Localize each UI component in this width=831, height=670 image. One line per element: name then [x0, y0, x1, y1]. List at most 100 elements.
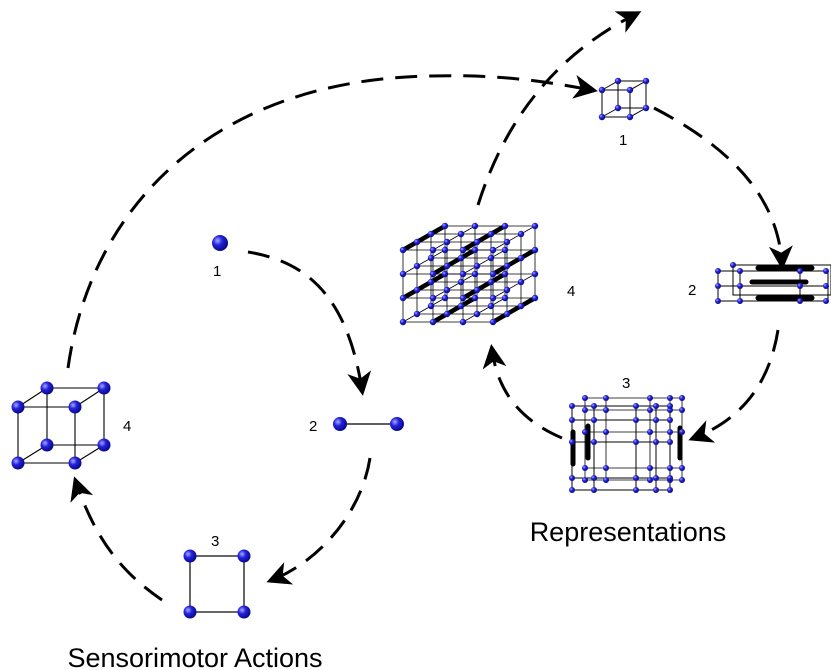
node [501, 222, 509, 230]
node [501, 246, 509, 254]
node [603, 465, 609, 471]
node [501, 294, 509, 302]
node [503, 286, 511, 294]
node [487, 278, 495, 286]
node [517, 302, 525, 310]
node [459, 246, 467, 254]
node [647, 477, 653, 483]
node [531, 270, 539, 278]
node [429, 318, 437, 326]
arrow-stage2-to-stage3 [266, 457, 372, 585]
node [443, 238, 451, 246]
sensorimotor-stage-2-label: 2 [309, 418, 317, 435]
node [591, 417, 597, 423]
node [667, 429, 673, 435]
node [473, 286, 481, 294]
node [679, 429, 685, 435]
node [679, 477, 685, 483]
node [473, 310, 481, 318]
node [487, 230, 495, 238]
arrow-stage1-to-stage2 [247, 250, 372, 396]
node [457, 230, 465, 238]
representation-stage-4-lattice-cube [399, 222, 539, 326]
node [413, 262, 421, 270]
node [503, 262, 511, 270]
sensorimotor-stage-3-label: 3 [211, 533, 219, 550]
node [653, 439, 659, 445]
node [333, 417, 347, 431]
node [582, 407, 588, 413]
node [413, 286, 421, 294]
node [390, 417, 404, 431]
node [459, 318, 467, 326]
node [399, 294, 407, 302]
node [647, 395, 653, 401]
node [489, 294, 497, 302]
node [399, 270, 407, 278]
representation-stage-1-label: 1 [619, 132, 627, 149]
node [569, 439, 575, 445]
node [413, 310, 421, 318]
node [569, 403, 575, 409]
node [441, 222, 449, 230]
representations-cycle-arrows [482, 106, 793, 443]
node [429, 270, 437, 278]
node [473, 238, 481, 246]
node [667, 403, 673, 409]
representation-stage-1-small-cube [598, 77, 650, 121]
node [667, 465, 673, 471]
node [489, 270, 497, 278]
node [667, 417, 673, 423]
arrow-rep1-to-rep2 [653, 106, 793, 270]
node [667, 439, 673, 445]
node [603, 395, 609, 401]
node [582, 477, 588, 483]
node [441, 270, 449, 278]
arrow-representations-onward [476, 11, 642, 206]
node [429, 294, 437, 302]
node [487, 302, 495, 310]
node [471, 222, 479, 230]
representations-title: Representations [530, 517, 727, 547]
representation-stage-3-label: 3 [622, 375, 630, 392]
node [399, 318, 407, 326]
node [653, 475, 659, 481]
arrow-stage3-to-stage4 [70, 476, 163, 602]
node [503, 238, 511, 246]
sensorimotor-stage-1-point [212, 235, 228, 251]
node [473, 262, 481, 270]
sensorimotor-stage-1-label: 1 [213, 263, 221, 280]
node [517, 230, 525, 238]
node [531, 222, 539, 230]
node [399, 246, 407, 254]
node [633, 417, 639, 423]
node [517, 254, 525, 262]
node [633, 487, 639, 493]
node [569, 487, 575, 493]
node [489, 318, 497, 326]
node [427, 302, 435, 310]
node [647, 407, 653, 413]
arrow-rep2-to-rep3 [688, 329, 780, 443]
node [471, 270, 479, 278]
node [441, 294, 449, 302]
node [591, 403, 597, 409]
node [667, 475, 673, 481]
node [489, 246, 497, 254]
node [443, 286, 451, 294]
node [653, 403, 659, 409]
node [459, 294, 467, 302]
node [487, 254, 495, 262]
sensorimotor-stage-2-line [333, 417, 404, 431]
node [653, 487, 659, 493]
node [503, 310, 511, 318]
node [653, 417, 659, 423]
node [582, 429, 588, 435]
node [679, 407, 685, 413]
node [633, 403, 639, 409]
node [517, 278, 525, 286]
node [569, 475, 575, 481]
node [591, 475, 597, 481]
sensorimotor-title: Sensorimotor Actions [67, 643, 322, 670]
node [647, 465, 653, 471]
